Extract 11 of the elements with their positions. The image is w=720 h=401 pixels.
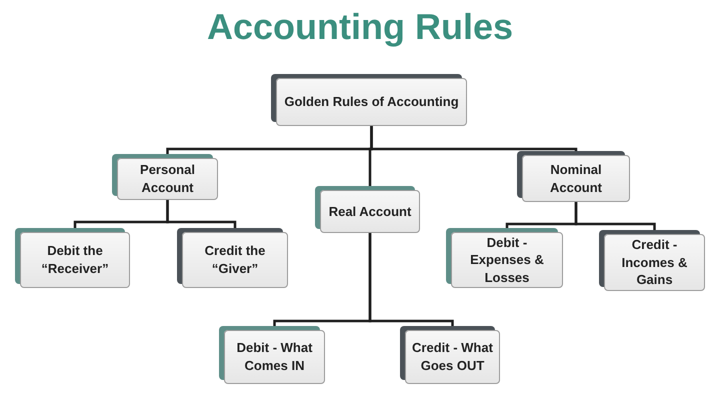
box-label: Real Account [328, 202, 412, 220]
box-label: Debit the “Receiver” [40, 242, 110, 278]
box-label: Debit - Expenses & Losses [469, 234, 545, 286]
box-label: Personal Account [139, 161, 196, 197]
box-label: Golden Rules of Accounting [283, 93, 460, 111]
box-label: Credit - What Goes OUT [411, 339, 494, 375]
box-label: Credit - Incomes & Gains [620, 236, 688, 289]
diagram-title: Accounting Rules [206, 6, 514, 48]
box-label: Nominal Account [549, 160, 603, 196]
box-label: Debit - What Comes IN [236, 339, 314, 375]
box-label: Credit the “Giver” [204, 242, 266, 278]
